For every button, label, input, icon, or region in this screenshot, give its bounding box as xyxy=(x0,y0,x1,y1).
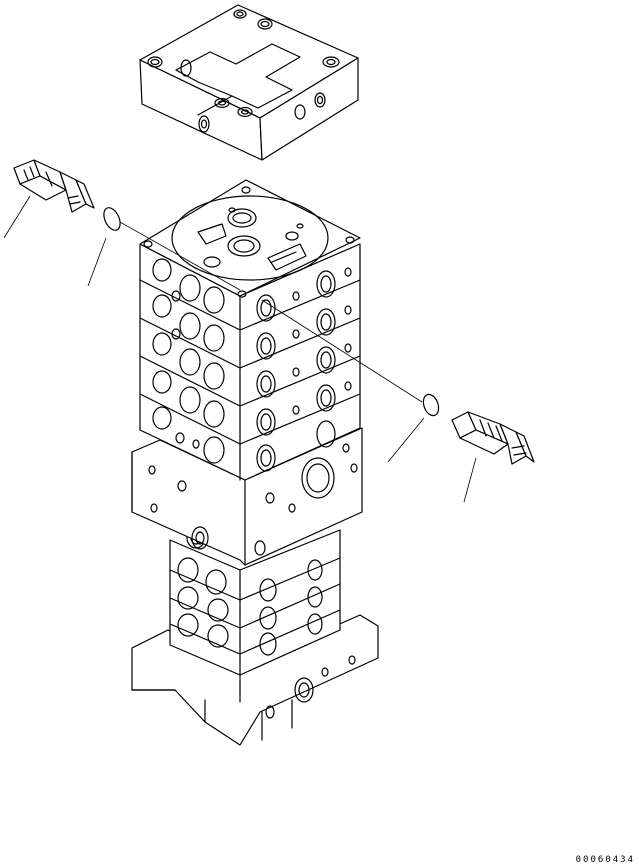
top-cover-plate xyxy=(139,4,359,161)
relief-valve-right xyxy=(451,411,535,465)
o-ring-left xyxy=(103,207,121,231)
control-valve-stack xyxy=(131,179,379,746)
relief-valve-left xyxy=(13,159,95,213)
o-ring-right xyxy=(422,393,440,417)
assembly-lines xyxy=(3,195,477,503)
document-number: 00060434 xyxy=(575,855,635,865)
